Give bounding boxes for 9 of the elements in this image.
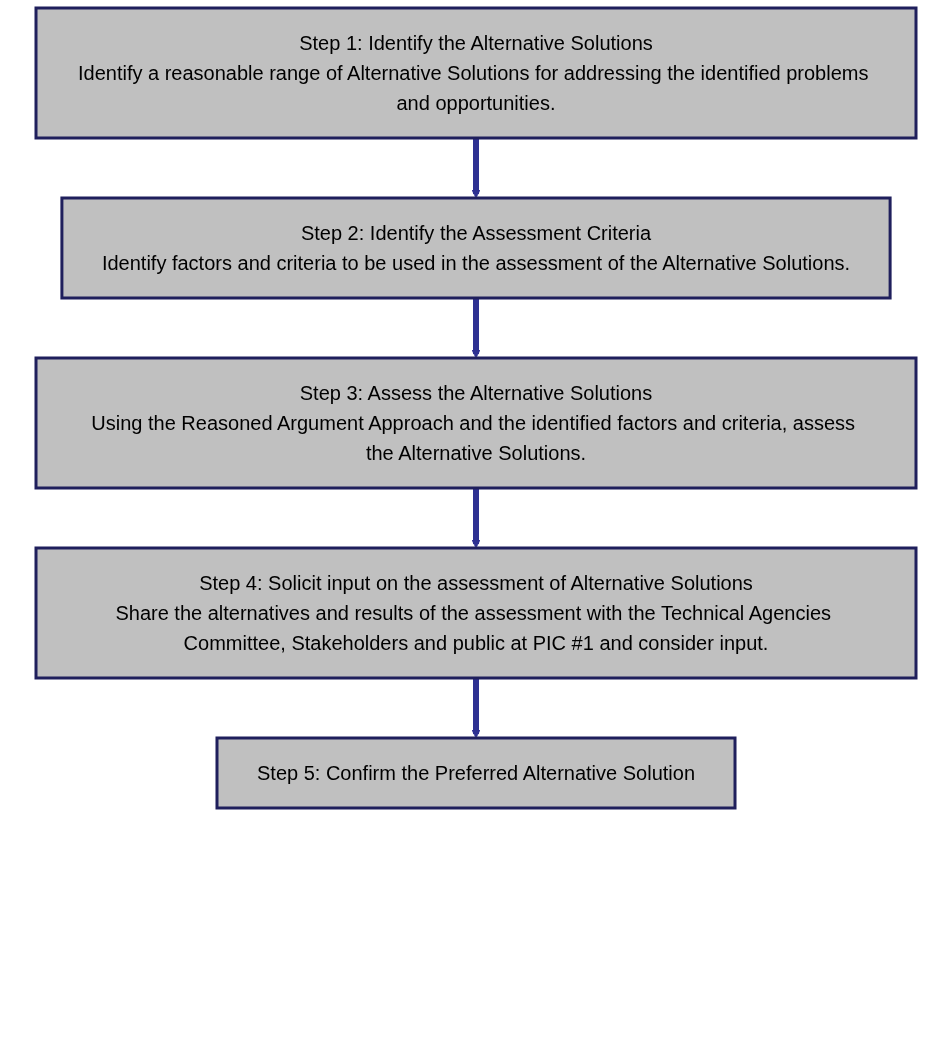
node-box: Step 2: Identify the Assessment Criteria Identify factors and criteria to be used in the assessment of the Alternative Solutions. bbox=[59, 196, 892, 300]
arrow bbox=[471, 298, 480, 359]
arrow bbox=[471, 138, 480, 199]
arrow bbox=[471, 488, 480, 549]
node-box: Step 4: Solicit input on the assessment of Alternative Solutions Share the alternatives and results of the assessment with the Technical Agencies Committee, Stakeholders and public at PIC #1 and consider input. bbox=[34, 546, 917, 680]
node-box: Step 1: Identify the Alternative Solutions Identify a reasonable range of Alternative Solutions for addressing the identified problems and opportunities. bbox=[34, 6, 917, 140]
node-box: Step 5: Confirm the Preferred Alternative Solution bbox=[215, 736, 736, 810]
node-box: Step 3: Assess the Alternative Solutions Using the Reasoned Argument Approach and the identified factors and criteria, assess the Alternative Solutions. bbox=[34, 356, 917, 490]
arrow bbox=[471, 678, 480, 739]
